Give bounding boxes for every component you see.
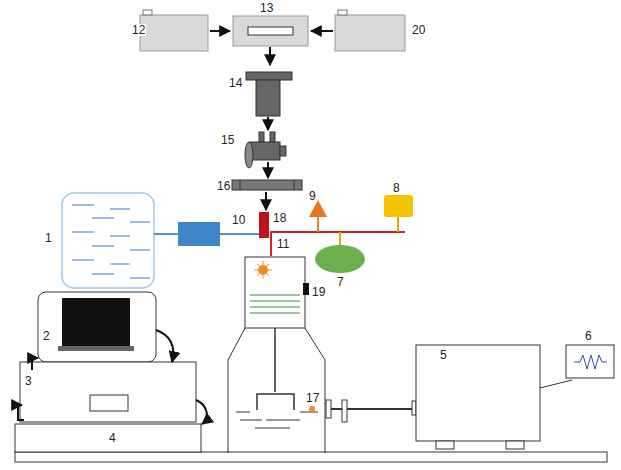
lens-tube (246, 72, 292, 130)
window-plate (232, 180, 302, 210)
callout-number: 15 (220, 134, 235, 146)
data-acquisition (15, 292, 207, 452)
callout-number: 17 (305, 392, 320, 404)
callout-number: 9 (308, 190, 317, 202)
callout-number: 19 (311, 286, 326, 298)
callout-number: 18 (272, 212, 287, 224)
callout-number: 7 (336, 276, 345, 288)
base-plate (15, 452, 607, 462)
callout-number: 4 (108, 432, 117, 444)
callout-number: 13 (259, 2, 274, 14)
callout-number: 10 (231, 214, 246, 226)
callout-number: 14 (228, 77, 243, 89)
injector (259, 212, 269, 238)
optical-holder (245, 132, 286, 178)
top-units (140, 10, 405, 65)
callout-number: 20 (411, 24, 426, 36)
fuel-tank (62, 193, 259, 288)
callout-number: 3 (24, 375, 33, 387)
callout-number: 8 (392, 182, 401, 194)
callout-number: 12 (131, 24, 146, 36)
callout-number: 11 (276, 238, 290, 250)
callout-number: 6 (584, 330, 593, 342)
callout-number: 16 (216, 180, 231, 192)
callout-number: 2 (42, 330, 51, 342)
callout-number: 5 (439, 349, 448, 361)
dynamometer (309, 345, 614, 449)
callout-number: 1 (44, 232, 53, 244)
